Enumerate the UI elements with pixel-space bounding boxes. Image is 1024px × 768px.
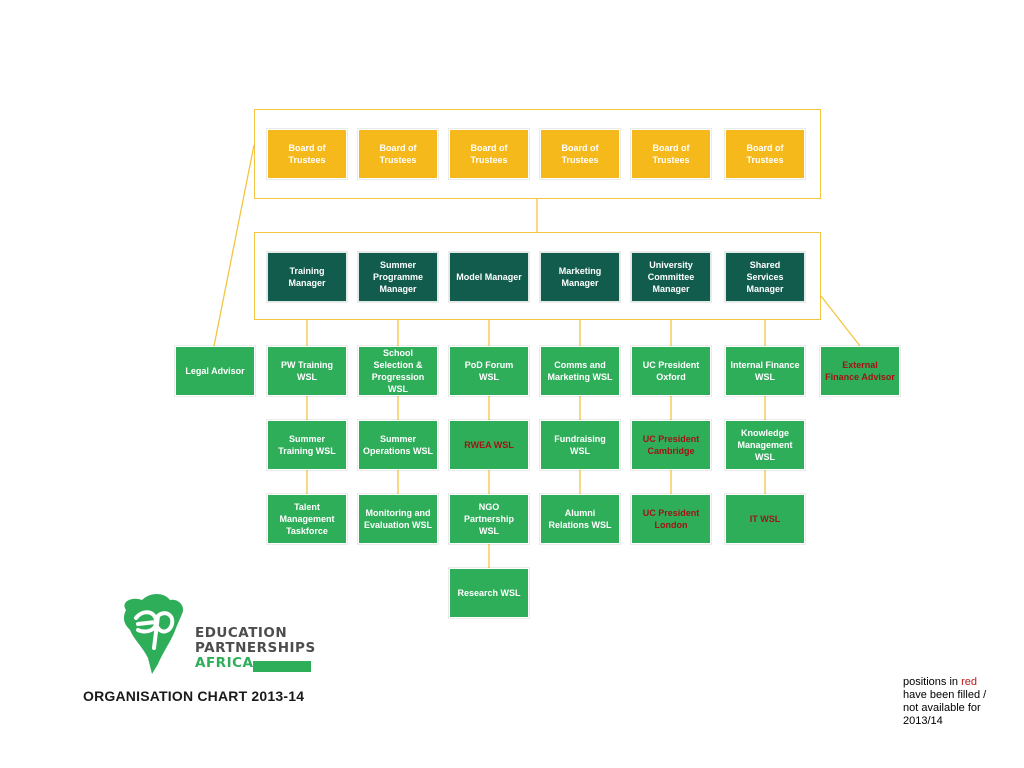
board-trustees-box-label: Board of Trustees [561, 143, 599, 165]
manager-box: Training Manager [267, 252, 347, 302]
manager-box: Marketing Manager [540, 252, 620, 302]
board-trustees-box: Board of Trustees [540, 129, 620, 179]
legal-advisor-box-label: Legal Advisor [185, 366, 245, 376]
wsl-box-label: RWEA WSL [464, 440, 514, 450]
wsl-box: Comms and Marketing WSL [540, 346, 620, 396]
wsl-box-label: Monitoring and Evaluation WSL [363, 508, 432, 530]
logo-wordmark: EDUCATION PARTNERSHIPS AFRICA [195, 626, 316, 671]
board-trustees-box-label: Board of Trustees [379, 143, 417, 165]
board-trustees-box-label: Board of Trustees [746, 143, 784, 165]
manager-box-label: Marketing Manager [558, 266, 602, 288]
note-text-red: red [961, 676, 977, 688]
external-finance-advisor-box: External Finance Advisor [820, 346, 900, 396]
wsl-box-label: PoD Forum WSL [464, 360, 514, 382]
wsl-box: PoD Forum WSL [449, 346, 529, 396]
wsl-box-label: UC President Oxford [642, 360, 700, 382]
wsl-box: RWEA WSL [449, 420, 529, 470]
wsl-box: UC President London [631, 494, 711, 544]
wsl-box-label: School Selection & Progression WSL [371, 348, 425, 394]
wsl-box: Knowledge Management WSL [725, 420, 805, 470]
logo-line-partnerships: PARTNERSHIPS [195, 640, 316, 656]
note-text-before: positions in [903, 676, 962, 688]
wsl-box-label: UC President Cambridge [642, 434, 700, 456]
external-finance-advisor-box-label: External Finance Advisor [825, 360, 895, 382]
wsl-box-label: NGO Partnership WSL [463, 502, 514, 536]
board-trustees-box: Board of Trustees [267, 129, 347, 179]
board-to-legal-line [213, 144, 255, 347]
wsl-box: Alumni Relations WSL [540, 494, 620, 544]
wsl-box: Talent Management Taskforce [267, 494, 347, 544]
logo-line-education: EDUCATION [195, 625, 288, 641]
wsl-box: School Selection & Progression WSL [358, 346, 438, 396]
wsl-box: Fundraising WSL [540, 420, 620, 470]
manager-box-label: Summer Programme Manager [372, 260, 424, 294]
wsl-box-label: Summer Operations WSL [363, 434, 434, 456]
board-trustees-box: Board of Trustees [358, 129, 438, 179]
wsl-box-label: Comms and Marketing WSL [547, 360, 613, 382]
wsl-box: Summer Training WSL [267, 420, 347, 470]
board-trustees-box: Board of Trustees [449, 129, 529, 179]
board-frame [254, 109, 821, 199]
wsl-box-label: UC President London [642, 508, 700, 530]
wsl-box: UC President Oxford [631, 346, 711, 396]
manager-box: University Committee Manager [631, 252, 711, 302]
board-trustees-box-label: Board of Trustees [470, 143, 508, 165]
wsl-box: NGO Partnership WSL [449, 494, 529, 544]
legend-note: positions in red have been filled / not … [903, 676, 1003, 728]
wsl-box: Monitoring and Evaluation WSL [358, 494, 438, 544]
wsl-box-label: IT WSL [749, 514, 781, 524]
manager-box: Summer Programme Manager [358, 252, 438, 302]
logo-line-africa: AFRICA [195, 655, 254, 671]
logo-accent-bar [253, 661, 311, 672]
wsl-box: UC President Cambridge [631, 420, 711, 470]
wsl-box: Internal Finance WSL [725, 346, 805, 396]
board-trustees-box-label: Board of Trustees [652, 143, 690, 165]
legal-advisor-box: Legal Advisor [175, 346, 255, 396]
board-trustees-box: Board of Trustees [631, 129, 711, 179]
wsl-box: Research WSL [449, 568, 529, 618]
wsl-box-label: Fundraising WSL [554, 434, 606, 456]
wsl-box-label: Knowledge Management WSL [737, 428, 793, 462]
note-text-after: have been filled / not available for 201… [903, 689, 987, 727]
managers-frame [254, 232, 821, 320]
wsl-box-label: Alumni Relations WSL [548, 508, 612, 530]
page-title: ORGANISATION CHART 2013-14 [83, 688, 305, 704]
manager-box-label: University Committee Manager [647, 260, 695, 294]
manager-box-label: Model Manager [456, 272, 522, 282]
manager-box: Model Manager [449, 252, 529, 302]
wsl-box: IT WSL [725, 494, 805, 544]
board-trustees-box: Board of Trustees [725, 129, 805, 179]
ep-logo-icon [123, 594, 184, 674]
wsl-box: PW Training WSL [267, 346, 347, 396]
board-trustees-box-label: Board of Trustees [288, 143, 326, 165]
wsl-box-label: Research WSL [457, 588, 521, 598]
wsl-box: Summer Operations WSL [358, 420, 438, 470]
manager-box-label: Shared Services Manager [746, 260, 784, 294]
wsl-box-label: Talent Management Taskforce [279, 502, 335, 536]
wsl-box-label: PW Training WSL [280, 360, 333, 382]
wsl-box-label: Internal Finance WSL [730, 360, 800, 382]
managers-to-finance-line [820, 295, 861, 347]
manager-box: Shared Services Manager [725, 252, 805, 302]
wsl-box-label: Summer Training WSL [278, 434, 336, 456]
manager-box-label: Training Manager [288, 266, 326, 288]
